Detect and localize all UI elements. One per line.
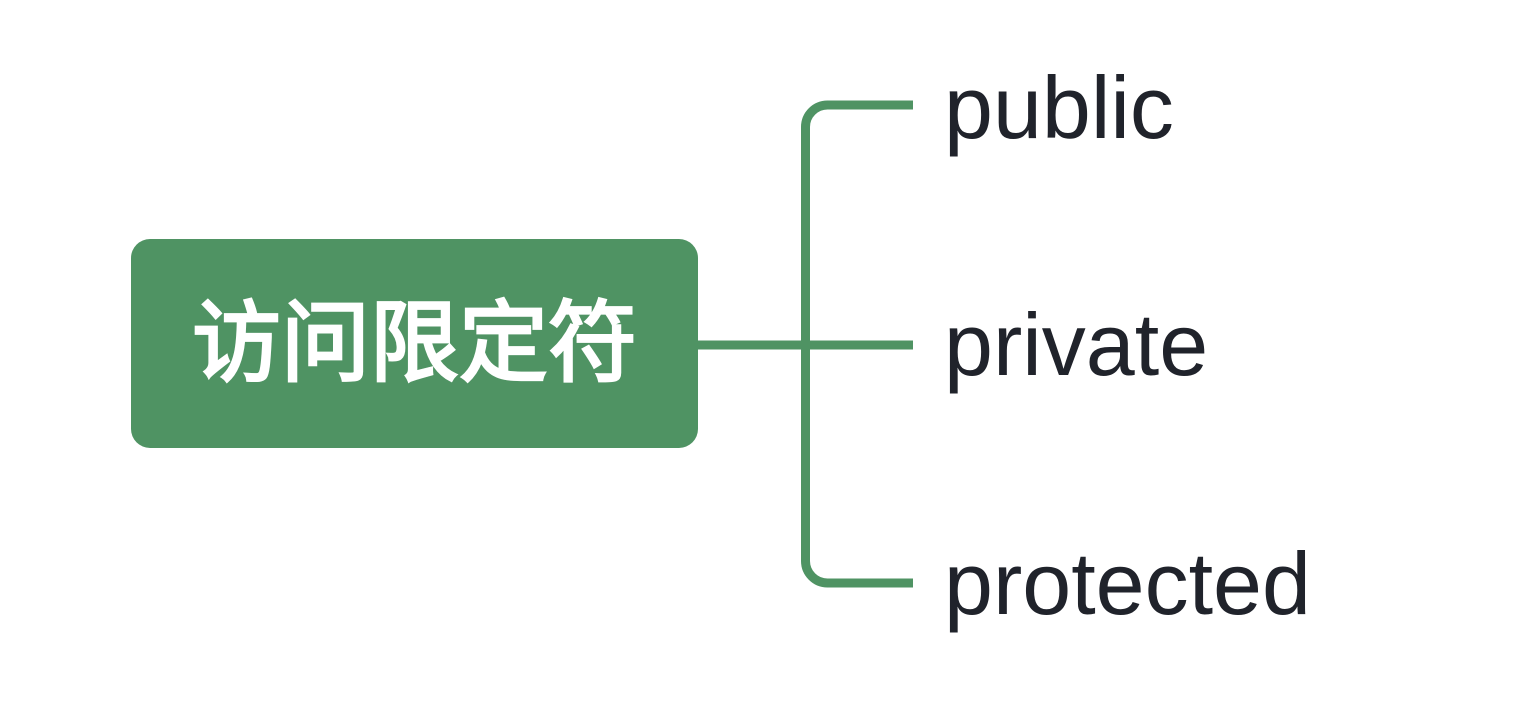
branch-label-private[interactable]: private (944, 295, 1209, 394)
root-node-label: 访问限定符 (192, 291, 637, 395)
connector-protected (801, 560, 913, 588)
branch-label-protected[interactable]: protected (944, 534, 1311, 633)
branch-label-public[interactable]: public (944, 58, 1174, 157)
connector-public (801, 100, 913, 128)
root-node[interactable]: 访问限定符 (131, 239, 698, 448)
